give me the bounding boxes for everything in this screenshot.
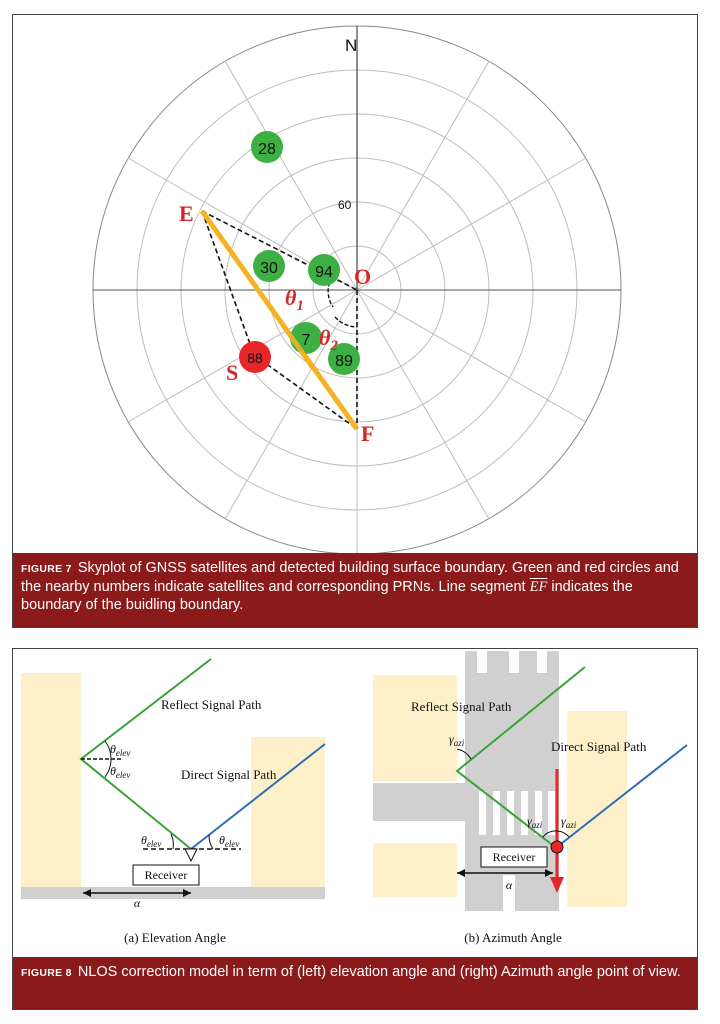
gamma-azi-2: γazi [527,814,543,830]
direct-label-right: Direct Signal Path [551,739,647,754]
figure-8-label: FIGURE 8 [21,967,72,979]
satellite-88: 88 [239,341,271,373]
theta-elev-2: θelev [110,764,130,780]
north-label: N [345,36,357,55]
svg-text:28: 28 [258,141,276,158]
theta-elev-1: θelev [110,742,130,758]
figure-7: N 60 28 30 94 7 [12,14,698,628]
alpha-right: α [506,878,513,892]
boundary-ef [199,209,360,431]
figure-7-label: FIGURE 7 [21,563,72,575]
svg-text:7: 7 [302,332,311,349]
azimuth-diagram: Receiver α Reflect Signal Path Direct Si… [373,651,688,945]
svg-text:94: 94 [315,264,333,281]
theta-2-arc [334,316,358,328]
point-label-f: F [361,421,374,446]
sub-caption-b: (b) Azimuth Angle [464,930,562,945]
figure-8: Receiver α Reflect Signal Path Direct Si… [12,648,698,1010]
satellite-94: 94 [308,254,340,286]
direct-label-left: Direct Signal Path [181,767,277,782]
gamma-azi-3: γazi [561,814,577,830]
theta-elev-3: θelev [141,833,161,849]
point-label-s: S [226,360,238,385]
theta-2-label: θ2 [319,325,338,354]
ef-segment-label: EF [529,579,548,595]
satellite-28: 28 [251,131,283,163]
satellite-89: 89 [328,343,360,375]
reflect-label-right: Reflect Signal Path [411,699,512,714]
receiver-label-right: Receiver [493,850,536,864]
svg-text:88: 88 [247,350,263,366]
theta-1-label: θ1 [285,285,304,314]
satellite-30: 30 [253,250,285,282]
receiver-label-left: Receiver [145,868,188,882]
theta-elev-4: θelev [219,833,239,849]
svg-text:89: 89 [335,353,353,370]
skyplot: N 60 28 30 94 7 [92,25,622,553]
alpha-left: α [134,896,141,910]
elevation-label-60: 60 [338,198,352,212]
svg-text:30: 30 [260,260,278,277]
point-label-o: O [354,264,371,289]
gamma-azi-1: γazi [449,732,465,748]
reflect-label-left: Reflect Signal Path [161,697,262,712]
nlos-diagrams: Receiver α Reflect Signal Path Direct Si… [21,651,688,945]
sub-caption-a: (a) Elevation Angle [124,930,226,945]
elevation-diagram: Receiver α Reflect Signal Path Direct Si… [21,658,326,945]
point-label-e: E [179,201,194,226]
